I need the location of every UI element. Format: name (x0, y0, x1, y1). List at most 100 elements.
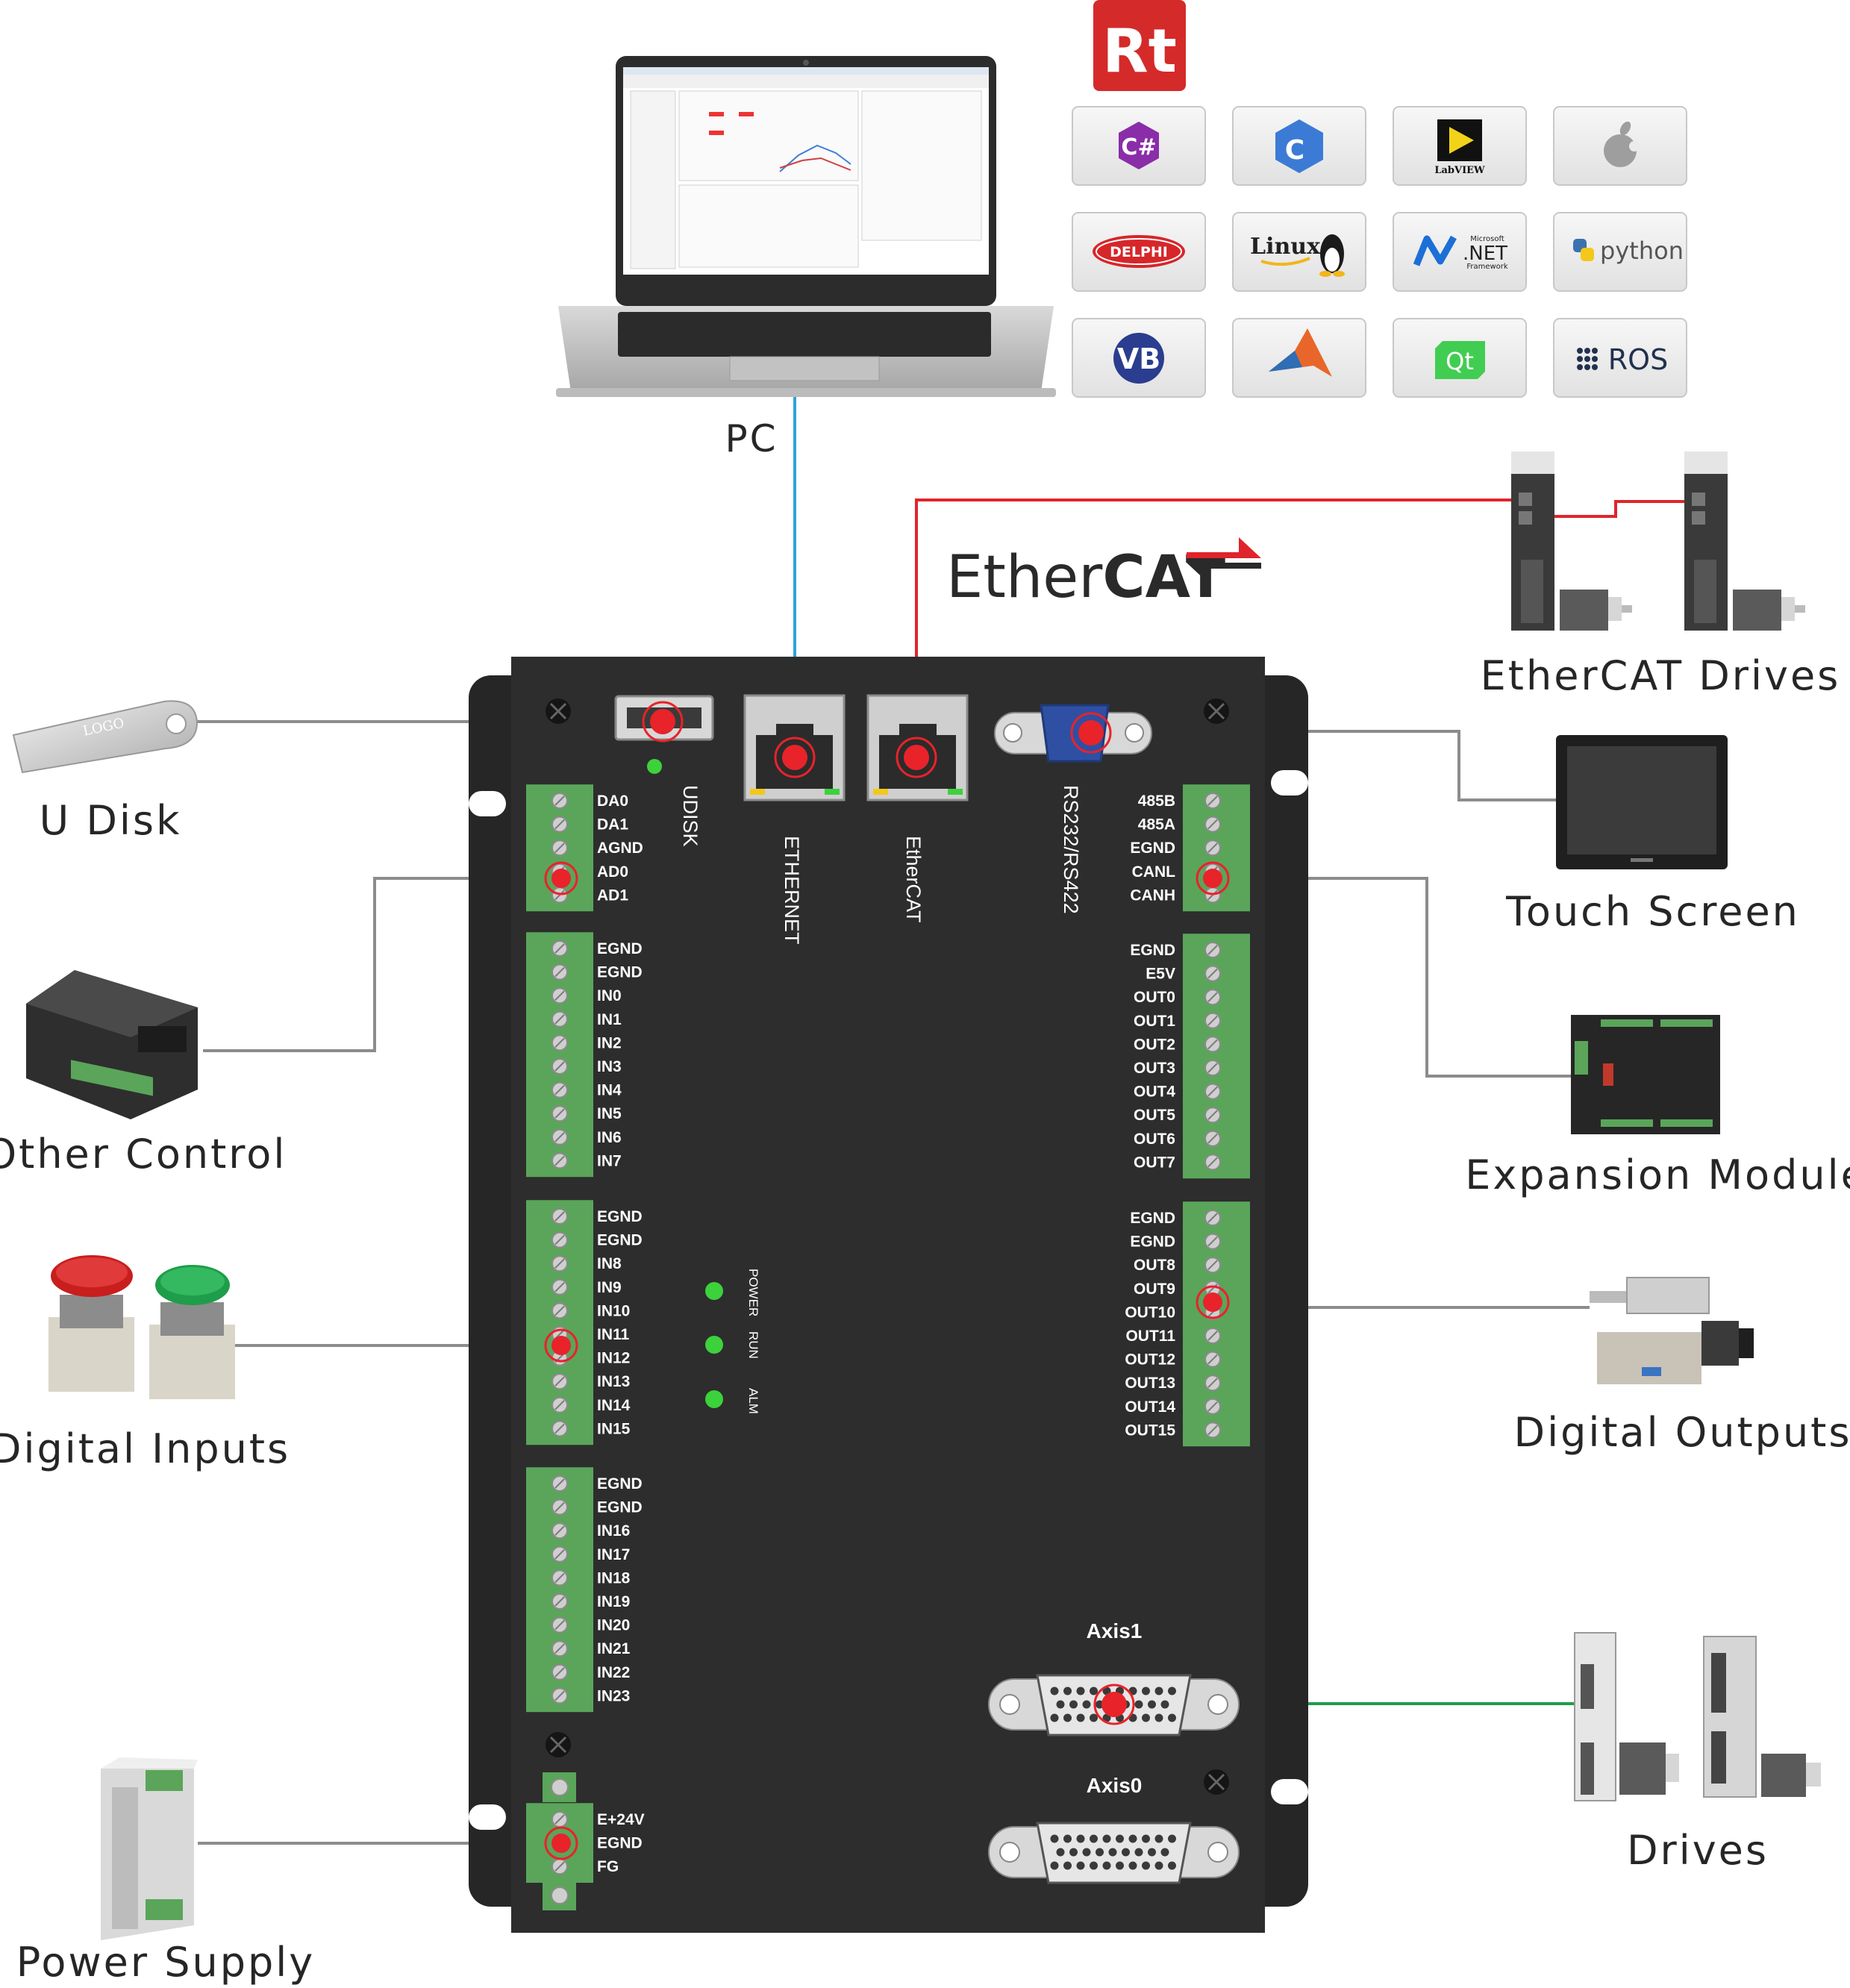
terminal-screw-slot (554, 1376, 565, 1387)
ethernet-port[interactable] (743, 694, 846, 801)
terminal-screw-slot (554, 1501, 565, 1513)
terminal-screw-slot (554, 1061, 565, 1072)
pin-label-ad1: AD1 (597, 887, 628, 904)
connector-pin (1142, 1687, 1150, 1695)
connector-pin (1076, 1687, 1085, 1695)
pin-label-in19: IN19 (597, 1593, 630, 1610)
terminal-screw-slot (554, 1572, 565, 1584)
status-leds: POWER RUN ALM (705, 1269, 760, 1414)
pin-label-in4: IN4 (597, 1082, 622, 1099)
connector-pin (1142, 1834, 1150, 1843)
terminal-screw-slot (554, 1211, 565, 1222)
terminal-screw-slot (554, 1014, 565, 1025)
pin-label-in14: IN14 (597, 1397, 631, 1414)
connector-pin (1128, 1834, 1137, 1843)
connector-pin (1082, 1700, 1091, 1709)
connector-pin (1063, 1713, 1072, 1722)
pin-label-out8: OUT8 (1134, 1257, 1175, 1274)
pin-label-in12: IN12 (597, 1350, 630, 1367)
run-led (705, 1336, 723, 1354)
stepper-drive (1703, 1636, 1821, 1798)
terminal-screw-slot (1207, 1063, 1218, 1073)
terminal-screw-slot (554, 1305, 565, 1316)
axis0-connector[interactable] (988, 1822, 1240, 1884)
terminal-screw-slot (554, 795, 565, 806)
connector-pin (1090, 1687, 1098, 1695)
pin-label-in3: IN3 (597, 1058, 622, 1075)
terminal-screw-slot (554, 1155, 565, 1166)
connector-pin (1076, 1834, 1085, 1843)
alm-led (705, 1390, 723, 1408)
pin-label-out0: OUT0 (1134, 989, 1175, 1006)
connector-pin (1056, 1700, 1065, 1709)
pin-label-egnd: EGND (597, 964, 643, 981)
u-disk-label: U Disk (40, 797, 182, 844)
matlab-tile (1232, 318, 1366, 398)
terminal-screw-slot (554, 1132, 565, 1143)
connector-pin (1090, 1834, 1098, 1843)
pin-label-out6: OUT6 (1134, 1131, 1175, 1148)
dotnet-icon: .NET (1463, 243, 1507, 265)
rs232-port[interactable] (994, 704, 1152, 763)
pin-label-in16: IN16 (597, 1522, 630, 1540)
terminal-screw-slot (554, 1423, 565, 1434)
screw-top-left (546, 698, 571, 724)
pin-label-out13: OUT13 (1125, 1375, 1175, 1392)
terminal-screw-slot (554, 1234, 565, 1245)
power-supply-device (101, 1757, 198, 1940)
terminal-screw-slot (554, 1596, 565, 1607)
labview-tile: LabVIEW (1393, 106, 1527, 186)
python-tile: python (1553, 212, 1687, 292)
terminal-screw-slot (1207, 1110, 1218, 1120)
ethercat-logo: EtherCAT ® (946, 537, 1261, 611)
dotnet-framework-label: Framework (1466, 263, 1508, 271)
axis1-connector[interactable] (988, 1674, 1240, 1737)
pin-label-in23: IN23 (597, 1687, 630, 1704)
python-icon: python (1600, 237, 1684, 265)
rs-port-label: RS232/RS422 (1060, 785, 1082, 914)
ethercat-drives-label: EtherCAT Drives (1481, 652, 1841, 699)
terminal-screw-slot (1207, 1039, 1218, 1050)
svg-text:EtherCAT: EtherCAT (946, 544, 1225, 611)
connector-pin (1082, 1848, 1091, 1857)
pin-label-da1: DA1 (597, 816, 628, 834)
connector-pin (1116, 1861, 1124, 1870)
touch-screen-device (1556, 735, 1728, 869)
connector-pin (1069, 1848, 1078, 1857)
pin-label-485b: 485B (1138, 793, 1175, 810)
terminal-screw-slot (1207, 1086, 1218, 1097)
pin-label-out4: OUT4 (1134, 1084, 1175, 1101)
rt-logo-text: Rt (1102, 16, 1177, 86)
vb-tile: VB (1072, 318, 1206, 398)
power-supply-label: Power Supply (16, 1939, 315, 1986)
connector-pin (1160, 1848, 1169, 1857)
right-terminal-block-3: EGNDEGNDOUT8OUT9OUT10OUT11OUT12OUT13OUT1… (1125, 1201, 1250, 1447)
linux-icon: Linux (1250, 234, 1321, 260)
pin-label-out1: OUT1 (1134, 1013, 1175, 1030)
pc-laptop (556, 56, 1056, 397)
expansion-module-device (1571, 1015, 1720, 1134)
terminal-screw-slot (554, 1478, 565, 1489)
pin-label-in8: IN8 (597, 1255, 622, 1272)
cpp-icon: C (1285, 135, 1304, 166)
pin-label-in0: IN0 (597, 987, 622, 1004)
delphi-tile: DELPHI (1072, 212, 1206, 292)
pin-label-in22: IN22 (597, 1664, 630, 1681)
pin-label-out9: OUT9 (1134, 1281, 1175, 1298)
cpp-tile: C (1232, 106, 1366, 186)
pin-label-out7: OUT7 (1134, 1154, 1175, 1171)
ethercat-port[interactable] (866, 694, 969, 801)
expansion-module-label: Expansion Module (1465, 1151, 1850, 1198)
terminal-screw-slot (554, 1258, 565, 1269)
terminal-screw-slot (554, 1400, 565, 1410)
digital-outputs-device (1590, 1277, 1754, 1384)
pin-label-in2: IN2 (597, 1034, 622, 1051)
terminal-screw-slot (554, 966, 565, 978)
udisk-port[interactable] (614, 695, 714, 743)
terminal-screw-slot (1207, 1354, 1218, 1365)
pin-label-in6: IN6 (597, 1129, 622, 1146)
terminal-screw-slot (1207, 1425, 1218, 1436)
ethercat-chain-link (1537, 500, 1698, 518)
